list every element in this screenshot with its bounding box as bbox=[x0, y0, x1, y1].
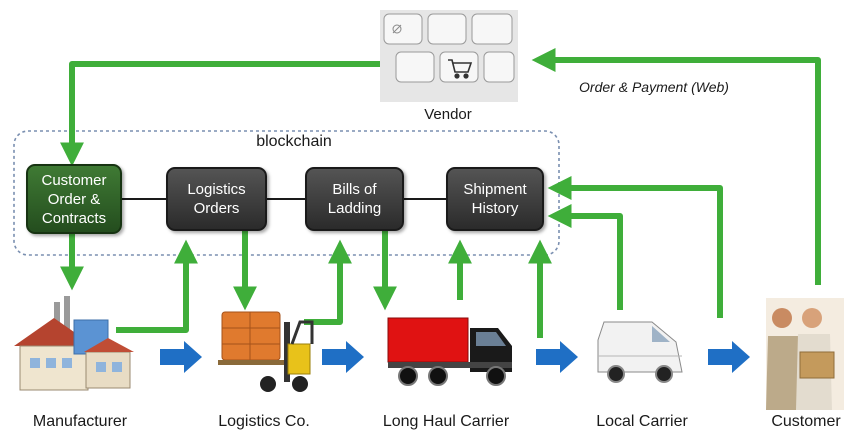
shipment-history-node: Shipment History bbox=[446, 167, 544, 231]
forklift-icon bbox=[218, 311, 314, 392]
keyboard-icon bbox=[380, 10, 518, 102]
customer-order-contracts-node: Customer Order & Contracts bbox=[26, 164, 122, 234]
stage-label-local: Local Carrier bbox=[596, 413, 688, 430]
stage-label-customer: Customer bbox=[771, 413, 841, 430]
order-payment-label: Order & Payment (Web) bbox=[579, 79, 729, 95]
bills-of-lading-node: Bills of Ladding bbox=[305, 167, 404, 231]
customer-icon bbox=[766, 298, 844, 410]
stage-label-logistics: Logistics Co. bbox=[218, 413, 310, 430]
flow-arrow bbox=[536, 341, 578, 373]
blockchain-label: blockchain bbox=[256, 133, 332, 150]
flow-arrow bbox=[160, 341, 202, 373]
data-arrows bbox=[60, 48, 821, 338]
truck-icon bbox=[387, 317, 512, 386]
flow-arrow bbox=[708, 341, 750, 373]
shopping-cart-icon bbox=[448, 59, 473, 79]
vendor-label: Vendor bbox=[424, 106, 472, 123]
blockchain-container bbox=[13, 130, 560, 256]
flow-arrow bbox=[322, 341, 364, 373]
van-icon bbox=[597, 321, 683, 383]
stage-label-manufacturer: Manufacturer bbox=[32, 413, 128, 430]
factory-icon bbox=[14, 296, 134, 391]
stage-label-long-haul: Long Haul Carrier bbox=[382, 413, 510, 430]
logistics-orders-node: Logistics Orders bbox=[166, 167, 267, 231]
flow-arrows bbox=[160, 341, 750, 373]
